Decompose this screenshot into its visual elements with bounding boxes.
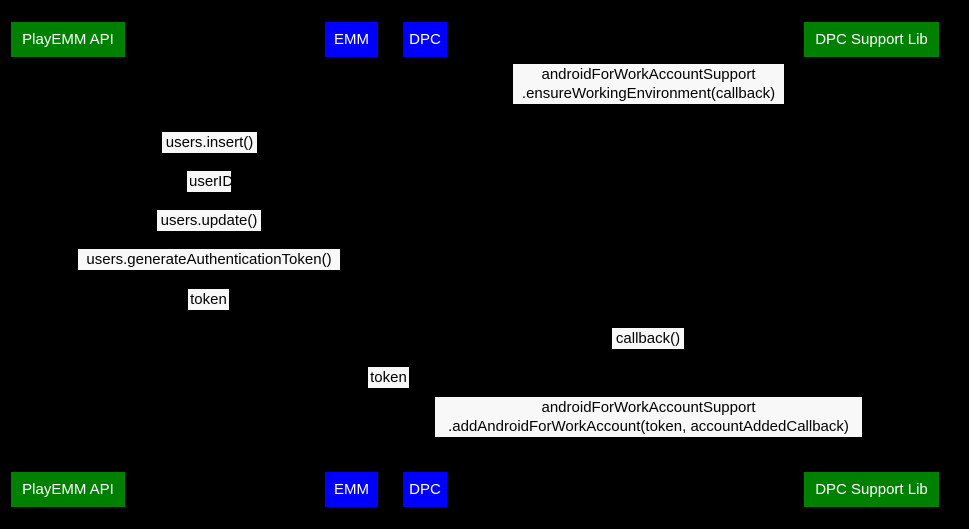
message-line-1: users.generateAuthenticationToken()	[86, 251, 332, 268]
message-line-1: callback()	[615, 330, 681, 347]
message-label-user-id: userID	[187, 171, 234, 192]
message-label-users-insert: users.insert()	[162, 132, 257, 153]
participant-bottom-dpc-support-lib[interactable]: DPC Support Lib	[804, 472, 939, 507]
message-line-1: users.update()	[160, 212, 258, 229]
participant-bottom-dpc[interactable]: DPC	[403, 472, 447, 507]
participant-top-dpc-support-lib[interactable]: DPC Support Lib	[804, 22, 939, 57]
participant-top-dpc[interactable]: DPC	[403, 22, 447, 57]
message-label-ensure-working-environment: androidForWorkAccountSupport .ensureWorki…	[513, 64, 784, 104]
message-label-add-android-for-work-account: androidForWorkAccountSupport .addAndroidF…	[435, 397, 862, 437]
message-label-token-upper: token	[188, 289, 229, 310]
message-label-users-update: users.update()	[157, 210, 261, 231]
message-label-token-lower: token	[368, 367, 409, 388]
message-label-users-generate-authentication-token: users.generateAuthenticationToken()	[78, 249, 340, 270]
participant-bottom-playemm-api[interactable]: PlayEMM API	[11, 472, 125, 507]
participant-top-emm[interactable]: EMM	[325, 22, 378, 57]
message-line-1: androidForWorkAccountSupport	[541, 66, 756, 83]
message-line-1: token	[370, 369, 407, 386]
message-line-1: users.insert()	[165, 134, 254, 151]
message-line-1: userID	[189, 173, 234, 190]
message-line-2: .addAndroidForWorkAccount(token, account…	[448, 418, 849, 435]
participant-top-playemm-api[interactable]: PlayEMM API	[11, 22, 125, 57]
message-line-1: androidForWorkAccountSupport	[541, 399, 756, 416]
message-line-2: .ensureWorkingEnvironment(callback)	[521, 85, 776, 102]
participant-bottom-emm[interactable]: EMM	[325, 472, 378, 507]
message-line-1: token	[190, 291, 227, 308]
message-label-callback: callback()	[612, 328, 684, 349]
